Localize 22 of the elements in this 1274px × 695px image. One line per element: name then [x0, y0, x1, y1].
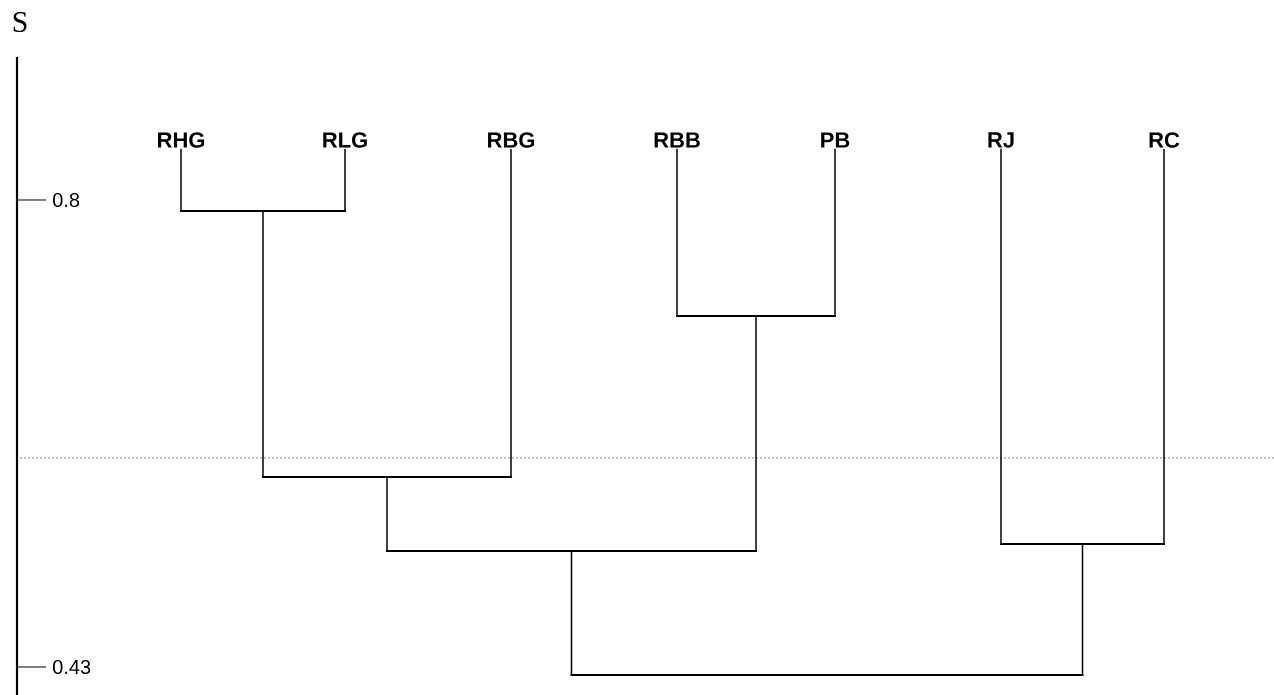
- dendrogram-branch: [344, 148, 346, 212]
- leaf-label: RLG: [323, 132, 367, 148]
- dendrogram-branch: [1081, 543, 1084, 676]
- dendrogram-branch: [262, 210, 264, 478]
- leaf-label: RBB: [654, 132, 700, 148]
- dendrogram-branch: [1000, 148, 1002, 545]
- tick-label: 0.43: [53, 659, 91, 675]
- dendrogram-branch: [180, 148, 182, 212]
- axis-label: S: [13, 11, 27, 33]
- leaf-label: RHG: [158, 132, 205, 148]
- dendrogram-branch: [676, 148, 678, 317]
- leaf-label: RC: [1149, 132, 1180, 148]
- dendrogram-branch: [570, 550, 573, 676]
- leaf-label: RBG: [488, 132, 535, 148]
- dendrogram-branch: [755, 315, 757, 552]
- leaf-label: PB: [821, 132, 850, 148]
- tick-label: 0.8: [53, 192, 80, 208]
- dendrogram-branch: [1163, 148, 1165, 545]
- dendrogram-branch: [834, 148, 836, 317]
- dendrogram-branch: [386, 476, 388, 552]
- dendrogram-branch: [510, 148, 512, 478]
- leaf-label: RJ: [988, 132, 1014, 148]
